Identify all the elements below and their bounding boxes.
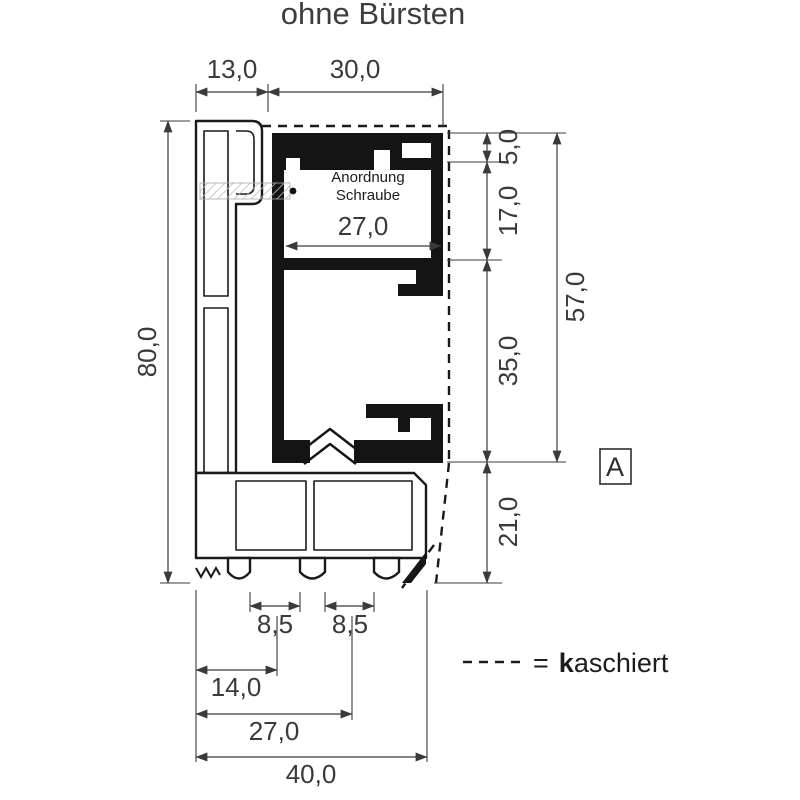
legend-bold-letter: k bbox=[559, 648, 575, 678]
dimension-right-upper: 17,0 bbox=[482, 161, 523, 261]
foil-line-slant bbox=[434, 462, 451, 584]
bottom-bar-right bbox=[354, 440, 443, 463]
left-profile bbox=[194, 119, 428, 583]
mid-bar-step bbox=[398, 284, 418, 296]
dimension-width-right: 30,0 bbox=[267, 54, 444, 97]
left-wall bbox=[272, 133, 284, 463]
dim-label-width-left: 13,0 bbox=[207, 54, 258, 84]
annotation-line-2: Schraube bbox=[336, 187, 400, 204]
dimension-right-sum: 57,0 bbox=[552, 132, 590, 463]
drawing-title: ohne Bürsten bbox=[281, 0, 465, 31]
legend-text: = kaschiert bbox=[533, 648, 669, 678]
gasket-foot-3 bbox=[372, 556, 401, 580]
dimension-right-top: 5,0 bbox=[482, 129, 523, 165]
dimension-foot-right: 8,5 bbox=[324, 601, 375, 639]
gasket-foot-2 bbox=[298, 556, 327, 580]
dim-label-width-right: 30,0 bbox=[330, 54, 381, 84]
base-outer bbox=[194, 471, 428, 560]
screw-annotation: Anordnung Schraube bbox=[331, 169, 404, 204]
bottom-bar-left bbox=[284, 440, 310, 463]
screw-hatch-strip bbox=[199, 182, 291, 200]
screw-zone bbox=[199, 182, 297, 200]
base-chamber-right bbox=[313, 480, 413, 551]
right-wall-upper bbox=[431, 133, 443, 270]
base-corner-gasket bbox=[402, 552, 426, 583]
lower-bar bbox=[366, 404, 443, 418]
dim-label-bottom-total: 40,0 bbox=[286, 759, 337, 789]
serration-bottom-left bbox=[195, 565, 221, 580]
legend-equals: = bbox=[533, 648, 549, 678]
dimension-right-bottom: 21,0 bbox=[482, 461, 523, 584]
dim-label-bottom-small: 14,0 bbox=[211, 672, 262, 702]
dim-label-right-sum: 57,0 bbox=[560, 272, 590, 323]
section-marker-label: A bbox=[606, 452, 624, 482]
dim-label-foot-right: 8,5 bbox=[332, 609, 368, 639]
dimension-bottom-total: 40,0 bbox=[195, 752, 428, 789]
foil-dashed-lines bbox=[262, 124, 451, 589]
annotation-line-1: Anordnung bbox=[331, 169, 404, 186]
left-profile-outer bbox=[194, 119, 264, 475]
clip-chevron-lower bbox=[303, 442, 357, 465]
black-profile bbox=[272, 133, 443, 465]
clip-chevron-upper bbox=[303, 427, 357, 450]
screw-channel-slot bbox=[374, 150, 390, 170]
dim-label-right-bottom: 21,0 bbox=[493, 497, 523, 548]
dimension-width-left: 13,0 bbox=[195, 54, 269, 97]
foil-line-corner bbox=[401, 544, 435, 589]
section-marker: A bbox=[599, 448, 632, 485]
dim-label-inner-width: 27,0 bbox=[338, 211, 389, 241]
dim-label-right-upper: 17,0 bbox=[493, 186, 523, 237]
dimension-bottom-mid: 27,0 bbox=[195, 709, 353, 746]
dimension-foot-left: 8,5 bbox=[249, 601, 301, 639]
left-profile-chamber-top bbox=[203, 130, 229, 297]
dim-label-bottom-mid: 27,0 bbox=[249, 716, 300, 746]
dimension-right-middle: 35,0 bbox=[482, 259, 523, 463]
extension-lines bbox=[160, 84, 566, 762]
dimension-bottom-small: 14,0 bbox=[195, 665, 278, 702]
base-chamber-left bbox=[235, 480, 307, 551]
top-bar-left-notch bbox=[286, 158, 300, 170]
dim-label-right-top: 5,0 bbox=[493, 129, 523, 165]
legend-rest: aschiert bbox=[574, 648, 669, 678]
dim-label-foot-left: 8,5 bbox=[257, 609, 293, 639]
dimension-height-total: 80,0 bbox=[132, 120, 173, 584]
mid-bar-hook bbox=[416, 270, 443, 296]
gasket-foot-1 bbox=[226, 556, 252, 580]
dimension-inner-width: 27,0 bbox=[285, 211, 442, 251]
legend: = kaschiert bbox=[463, 648, 669, 678]
lower-bar-step bbox=[398, 418, 410, 432]
mid-bar bbox=[284, 258, 443, 270]
section-marker-box bbox=[599, 448, 632, 485]
dim-label-right-middle: 35,0 bbox=[493, 336, 523, 387]
screw-point-dot bbox=[289, 187, 297, 195]
dim-label-height-total: 80,0 bbox=[132, 327, 162, 378]
